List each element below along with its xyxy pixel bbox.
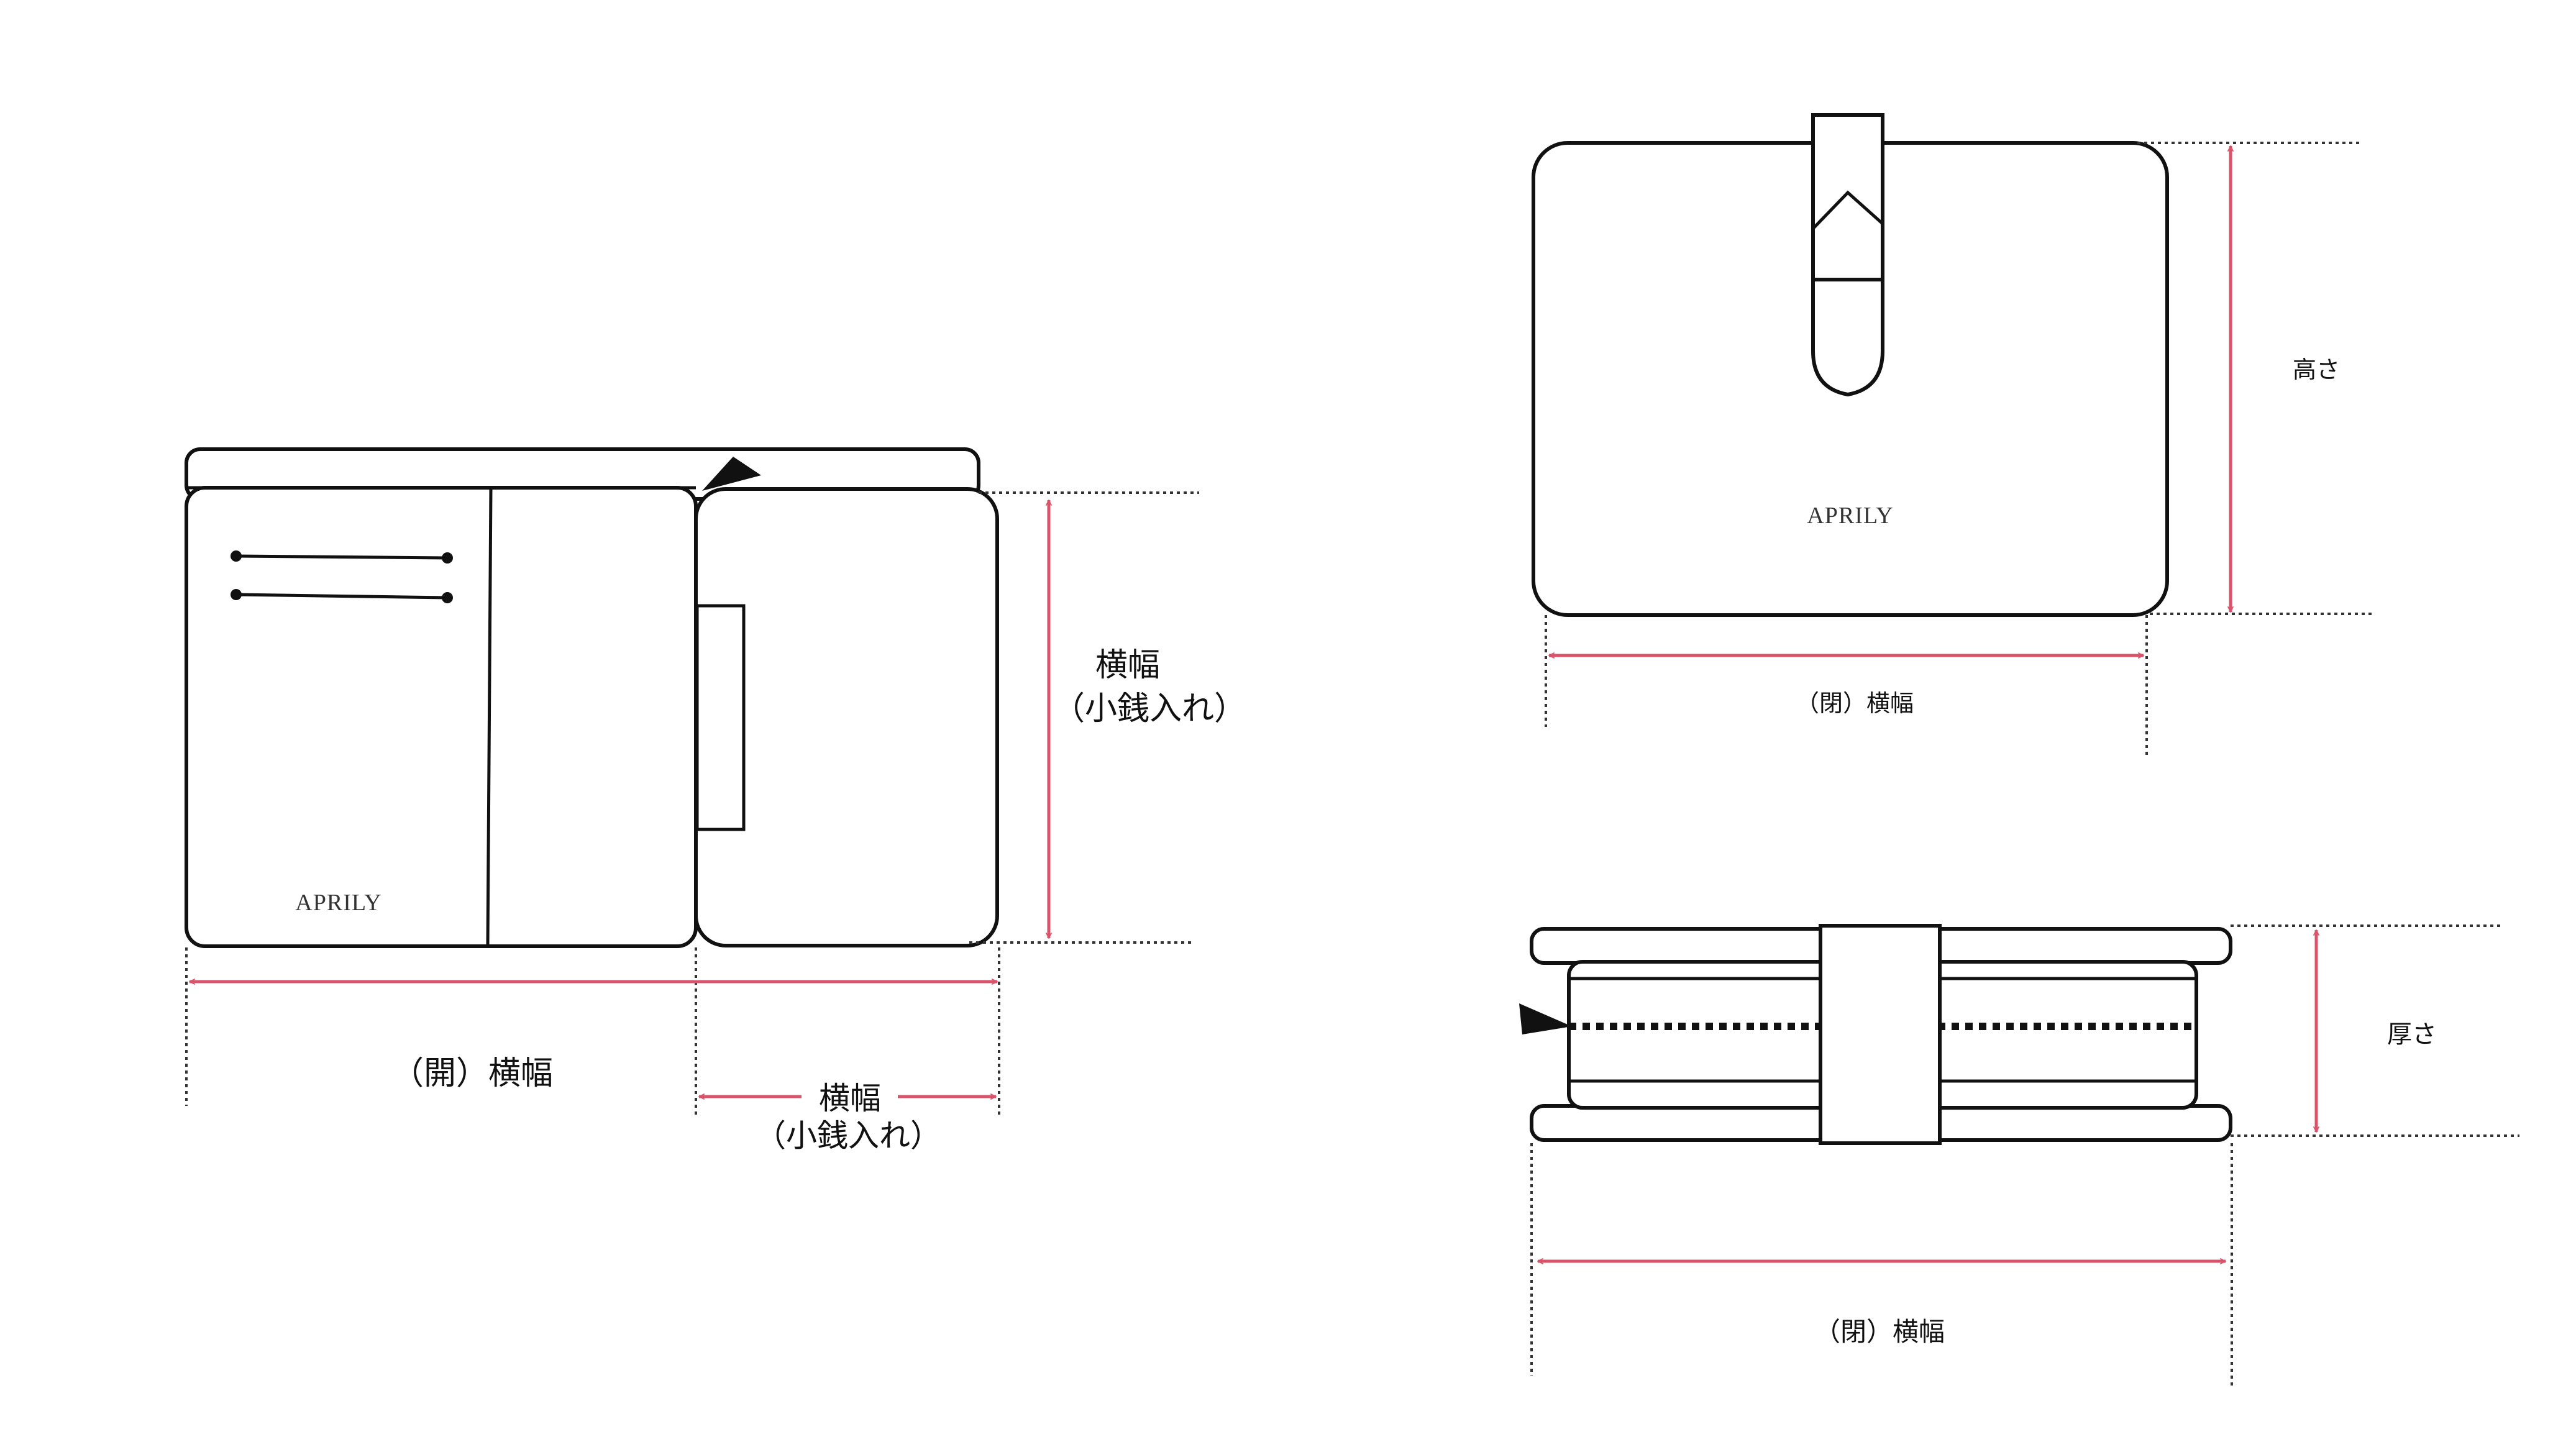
brand-logo: APRILY	[295, 890, 381, 916]
coin-width-label-line1: 横幅	[819, 1080, 881, 1116]
closed-width-label: （閉）横幅	[1814, 1317, 1945, 1347]
thickness-label: 厚さ	[2387, 1020, 2437, 1049]
zipper-pull-icon	[702, 457, 761, 491]
coin-pocket-tab	[695, 604, 746, 831]
open-width-label: （開）横幅	[391, 1055, 553, 1092]
open-wallet-body	[185, 447, 999, 948]
height-label: 高さ	[2293, 356, 2340, 383]
coin-width-label-line2: （小銭入れ）	[755, 1118, 941, 1154]
coin-height-label-line1: 横幅	[1095, 647, 1160, 684]
zipper-pull-icon	[1519, 1003, 1572, 1034]
strap-closure	[1811, 113, 1884, 397]
closed-side-view: 厚さ （閉）横幅	[1519, 924, 2519, 1385]
closed-width-label: （閉）横幅	[1796, 690, 1914, 717]
open-wallet-view: APRILY 横幅 （小銭入れ） （開）横幅 横幅 （小銭入れ）	[185, 447, 1246, 1154]
brand-logo: APRILY	[1807, 503, 1893, 529]
closed-front-view: APRILY 高さ （閉）横幅	[1532, 113, 2373, 755]
coin-height-label-line2: （小銭入れ）	[1053, 690, 1246, 728]
strap-band	[1819, 924, 1942, 1145]
card-slot-stitches	[231, 550, 453, 603]
